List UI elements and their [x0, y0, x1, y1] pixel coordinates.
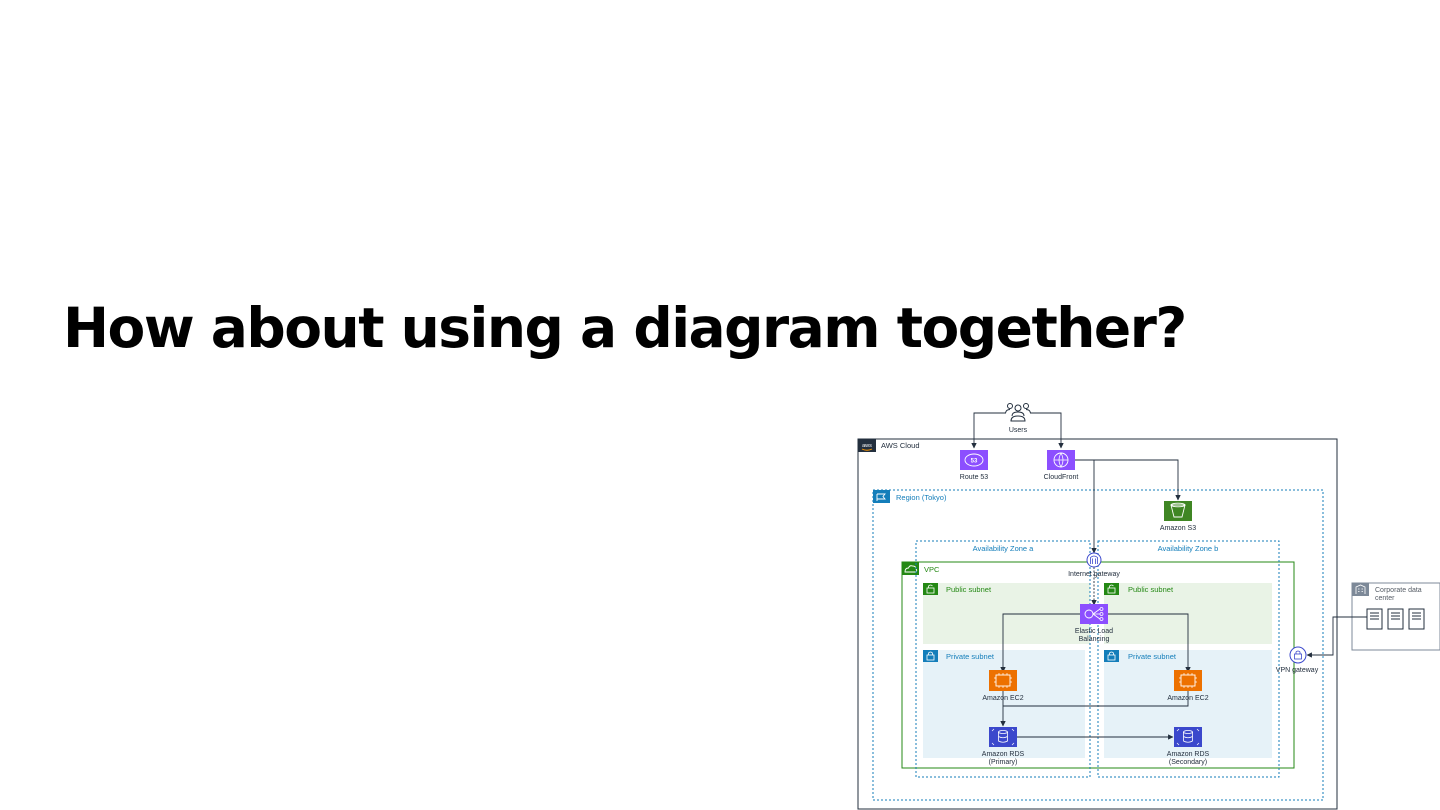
slide-title: How about using a diagram together?: [63, 296, 1187, 360]
vpc-cloud-icon: [902, 562, 919, 575]
route53-icon: 53: [960, 450, 988, 470]
corporate-building-icon: [1352, 583, 1369, 596]
server-icon: [1408, 608, 1425, 630]
private-subnet-a-label: Private subnet: [946, 652, 995, 661]
public-subnet-a: [923, 583, 1090, 644]
rds-primary-label-line2: (Primary): [989, 759, 1018, 766]
corporate-data-center-label-line1: Corporate data: [1375, 587, 1422, 594]
public-subnet-b-label: Public subnet: [1128, 585, 1174, 594]
users-icon: [1005, 403, 1031, 422]
s3-bucket-icon: [1164, 501, 1192, 521]
availability-zone-b: [1097, 540, 1280, 778]
rds-database-icon: [1174, 727, 1202, 747]
elb-label-line1: Elastic Load: [1075, 628, 1113, 635]
public-subnet-a-label: Public subnet: [946, 585, 992, 594]
private-subnet-lock-icon: [1104, 650, 1119, 662]
public-subnet-lock-icon: [923, 583, 938, 595]
svg-text:53: 53: [971, 459, 978, 465]
internet-gateway-icon: [1086, 552, 1102, 568]
aws-architecture-diagram: aws AWS Cloud Region (Tokyo) VPC Public …: [857, 403, 1440, 810]
vpn-gateway-label: VPN gateway: [1276, 667, 1319, 674]
region-group: [872, 489, 1324, 801]
ec2-a-label: Amazon EC2: [982, 695, 1023, 702]
rds-secondary-label-line2: (Secondary): [1169, 759, 1207, 766]
aws-cloud-group: [857, 438, 1338, 810]
availability-zone-a-label: Availability Zone a: [973, 544, 1035, 553]
rds-secondary-label-line1: Amazon RDS: [1167, 751, 1210, 758]
availability-zone-b-label: Availability Zone b: [1158, 544, 1219, 553]
private-subnet-lock-icon: [923, 650, 938, 662]
rds-database-icon: [989, 727, 1017, 747]
private-subnet-b-label: Private subnet: [1128, 652, 1177, 661]
vpc-label: VPC: [924, 565, 940, 574]
vpn-gateway-icon: [1289, 646, 1307, 664]
connector-lines: [971, 412, 1367, 740]
availability-zone-a: [915, 540, 1091, 778]
region-flag-icon: [873, 490, 890, 503]
server-icon: [1366, 608, 1383, 630]
route53-label: Route 53: [960, 474, 989, 481]
ec2-instance-icon: [989, 670, 1017, 691]
public-subnet-lock-icon: [1104, 583, 1119, 595]
ec2-b-label: Amazon EC2: [1167, 695, 1208, 702]
aws-logo-text: aws: [862, 443, 872, 449]
elastic-load-balancing-icon: [1080, 604, 1108, 624]
elb-label-line2: Balancing: [1079, 636, 1110, 643]
region-label: Region (Tokyo): [896, 493, 947, 502]
aws-logo-icon: aws: [858, 439, 876, 452]
cloudfront-label: CloudFront: [1044, 474, 1079, 481]
corporate-data-center-group: [1351, 582, 1440, 651]
rds-primary-label-line1: Amazon RDS: [982, 751, 1025, 758]
aws-cloud-label: AWS Cloud: [881, 441, 920, 450]
corporate-data-center-label-line2: center: [1375, 595, 1395, 602]
server-icon: [1387, 608, 1404, 630]
ec2-instance-icon: [1174, 670, 1202, 691]
s3-label: Amazon S3: [1160, 525, 1196, 532]
internet-gateway-label: Internet gateway: [1068, 571, 1120, 578]
cloudfront-icon: [1047, 450, 1075, 470]
users-label: Users: [1009, 427, 1028, 434]
